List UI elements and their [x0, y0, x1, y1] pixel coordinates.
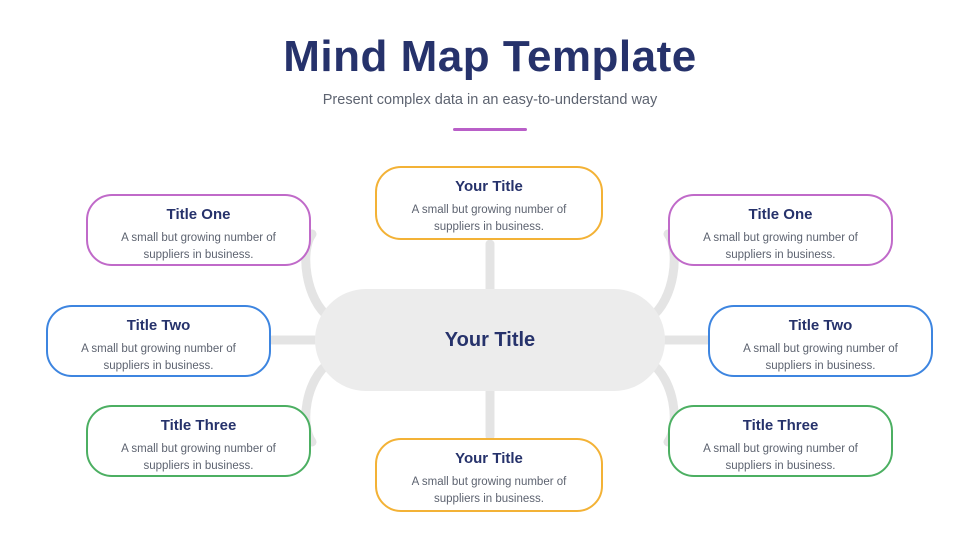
node-right-2-desc: A small but growing number of suppliers … — [743, 343, 898, 372]
node-left-1-title: Title One — [166, 206, 231, 223]
node-right-1[interactable]: Title One A small but growing number of … — [668, 194, 893, 266]
node-right-3-desc: A small but growing number of suppliers … — [703, 443, 858, 472]
node-right-2-title: Title Two — [788, 317, 853, 334]
node-left-1-desc: A small but growing number of suppliers … — [121, 232, 276, 261]
node-left-2-title: Title Two — [126, 317, 191, 334]
node-bottom-title: Your Title — [455, 450, 523, 467]
node-right-1-desc: A small but growing number of suppliers … — [703, 232, 858, 261]
mind-map-diagram: Your Title Title One A small but growing… — [0, 150, 980, 530]
accent-divider — [453, 128, 527, 131]
center-node-label: Your Title — [444, 328, 536, 351]
node-right-3[interactable]: Title Three A small but growing number o… — [668, 405, 893, 477]
page-title: Mind Map Template — [283, 32, 697, 81]
node-left-3[interactable]: Title Three A small but growing number o… — [86, 405, 311, 477]
center-node[interactable]: Your Title — [315, 289, 665, 391]
node-top-desc: A small but growing number of suppliers … — [411, 204, 567, 233]
page-subtitle: Present complex data in an easy-to-under… — [322, 92, 658, 109]
slide-header: Mind Map Template Present complex data i… — [0, 32, 980, 109]
node-bottom-desc: A small but growing number of suppliers … — [411, 476, 567, 505]
node-right-2[interactable]: Title Two A small but growing number of … — [708, 305, 933, 377]
node-left-3-title: Title Three — [160, 417, 237, 434]
node-right-1-title: Title One — [748, 206, 813, 223]
node-left-2[interactable]: Title Two A small but growing number of … — [46, 305, 271, 377]
node-left-2-desc: A small but growing number of suppliers … — [81, 343, 236, 372]
node-top-title: Your Title — [455, 178, 523, 195]
node-bottom[interactable]: Your Title A small but growing number of… — [375, 438, 603, 512]
node-top[interactable]: Your Title A small but growing number of… — [375, 166, 603, 240]
node-left-1[interactable]: Title One A small but growing number of … — [86, 194, 311, 266]
node-left-3-desc: A small but growing number of suppliers … — [121, 443, 276, 472]
node-right-3-title: Title Three — [742, 417, 819, 434]
